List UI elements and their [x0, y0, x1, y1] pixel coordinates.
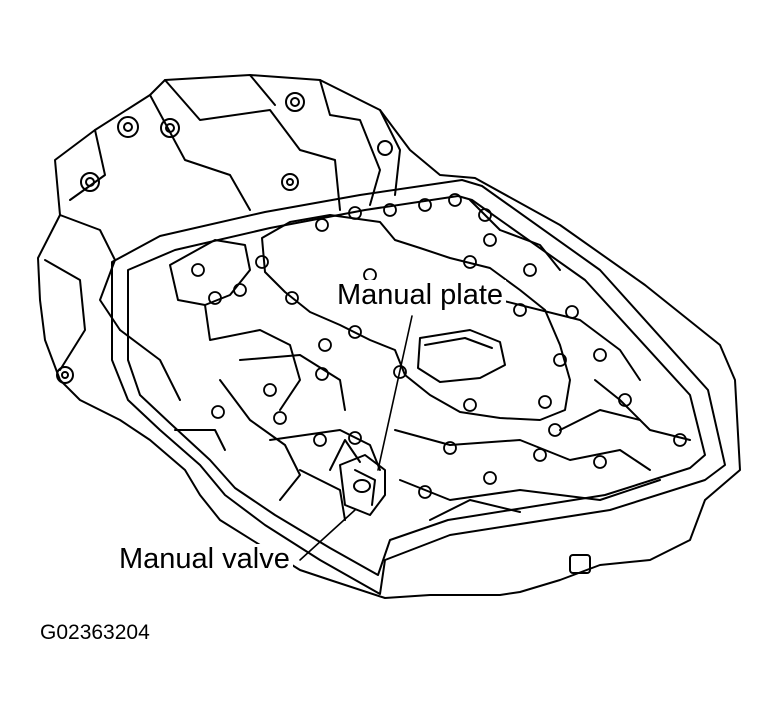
manual-plate-leader-line — [377, 315, 413, 471]
case-upper-ribs — [44, 74, 401, 401]
manual-valve — [339, 454, 386, 516]
manual-plate-callout: Manual plate — [334, 280, 507, 311]
housing-frame-inner — [127, 195, 706, 576]
case-bolt-bosses — [56, 92, 393, 384]
valve-body-components — [169, 199, 691, 574]
housing-frame-outer — [111, 179, 726, 595]
transmission-case-outline — [37, 74, 741, 599]
manual-valve-leader-line — [299, 509, 356, 561]
figure-id: G02363204 — [40, 621, 150, 644]
manual-plate-window — [417, 329, 506, 383]
manual-plate-outline — [261, 214, 571, 421]
valve-body-bolts — [191, 193, 687, 499]
manual-valve-callout: Manual valve — [116, 544, 293, 575]
